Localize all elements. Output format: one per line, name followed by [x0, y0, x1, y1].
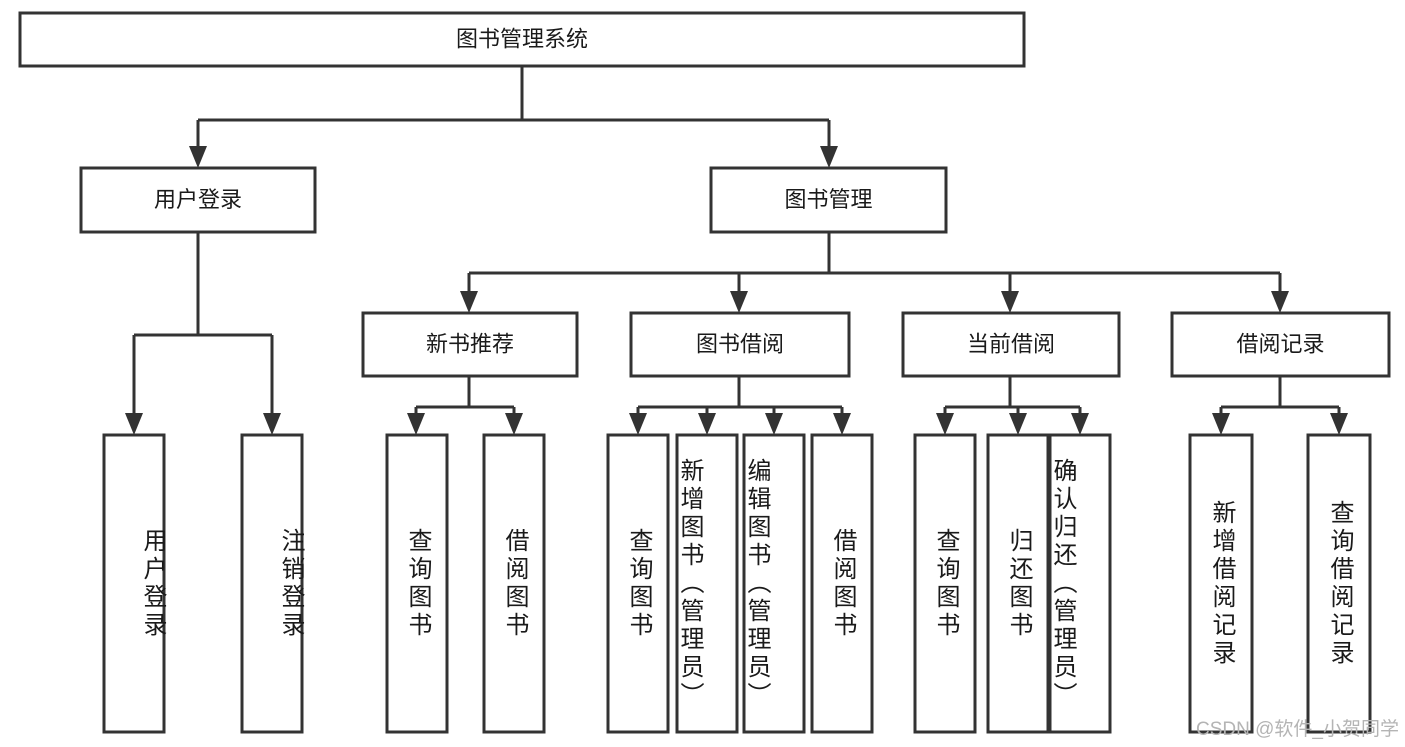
node-label: 借阅记录	[1236, 331, 1324, 356]
group-1-arrow-3	[1271, 273, 1289, 313]
group-2-arrow-0	[407, 407, 425, 435]
root-arrow-1	[820, 120, 838, 168]
level3-node-0[interactable]: 新书推荐	[361, 311, 579, 378]
group-3-arrow-2	[765, 407, 783, 435]
level2-node-1[interactable]: 图书管理	[709, 166, 948, 234]
group-1-arrow-2	[1001, 273, 1019, 313]
group-3-arrow-1	[698, 407, 716, 435]
level3-node-2[interactable]: 当前借阅	[901, 311, 1121, 378]
leaf-node-box-1[interactable]	[240, 433, 304, 734]
leaf-node-box-9[interactable]	[986, 433, 1050, 734]
group-3-arrow-3	[833, 407, 851, 435]
arrow-head-icon	[698, 413, 716, 435]
leaf-node-box-10[interactable]	[1048, 433, 1112, 734]
node-box[interactable]	[79, 166, 317, 234]
leaf-node-box-5[interactable]	[675, 433, 739, 734]
arrow-head-icon	[189, 146, 207, 168]
arrow-head-icon	[460, 291, 478, 313]
node-box[interactable]	[361, 311, 579, 378]
arrow-head-icon	[629, 413, 647, 435]
group-1-arrow-0	[460, 273, 478, 313]
group-5-arrow-1	[1330, 407, 1348, 435]
arrow-head-icon	[505, 413, 523, 435]
group-4-arrow-2	[1071, 407, 1089, 435]
leaf-node-box-0[interactable]	[102, 433, 166, 734]
arrow-head-icon	[125, 413, 143, 435]
leaf-node-box-4[interactable]	[606, 433, 670, 734]
level2-node-0[interactable]: 用户登录	[79, 166, 317, 234]
node-label: 图书管理系统	[456, 26, 588, 51]
group-2-arrow-1	[505, 407, 523, 435]
level3-node-3[interactable]: 借阅记录	[1170, 311, 1391, 378]
connector-layer	[125, 66, 1348, 435]
leaf-node-box-7[interactable]	[810, 433, 874, 734]
node-label: 图书借阅	[696, 331, 784, 356]
watermark-text: CSDN @软件_小贺同学	[1196, 719, 1399, 740]
node-label: 当前借阅	[967, 331, 1055, 356]
node-box[interactable]	[629, 311, 851, 378]
group-0-arrow-1	[263, 335, 281, 435]
node-box[interactable]	[709, 166, 948, 234]
group-0-arrow-0	[125, 335, 143, 435]
leaf-node-box-11[interactable]	[1188, 433, 1254, 734]
level3-node-1[interactable]: 图书借阅	[629, 311, 851, 378]
arrow-head-icon	[833, 413, 851, 435]
group-1-arrow-1	[730, 273, 748, 313]
arrow-head-icon	[1001, 291, 1019, 313]
arrow-head-icon	[1071, 413, 1089, 435]
arrow-head-icon	[936, 413, 954, 435]
group-4-arrow-1	[1009, 407, 1027, 435]
node-label: 新书推荐	[426, 331, 514, 356]
leaf-node-box-8[interactable]	[913, 433, 977, 734]
node-label: 图书管理	[784, 187, 872, 212]
arrow-head-icon	[1212, 413, 1230, 435]
group-5-arrow-0	[1212, 407, 1230, 435]
root-arrow-0	[189, 120, 207, 168]
leaf-node-box-3[interactable]	[482, 433, 546, 734]
leaf-node-box-12[interactable]	[1306, 433, 1372, 734]
arrow-head-icon	[1271, 291, 1289, 313]
node-box[interactable]	[1170, 311, 1391, 378]
node-box[interactable]	[18, 11, 1026, 68]
node-label: 用户登录	[154, 187, 242, 212]
group-4-arrow-0	[936, 407, 954, 435]
node-box[interactable]	[901, 311, 1121, 378]
arrow-head-icon	[407, 413, 425, 435]
root-node-book-management-system[interactable]: 图书管理系统	[18, 11, 1026, 68]
arrow-head-icon	[1330, 413, 1348, 435]
arrow-head-icon	[1009, 413, 1027, 435]
leaf-node-box-2[interactable]	[385, 433, 449, 734]
arrow-head-icon	[730, 291, 748, 313]
group-3-arrow-0	[629, 407, 647, 435]
arrow-head-icon	[765, 413, 783, 435]
arrow-head-icon	[263, 413, 281, 435]
leaf-node-box-6[interactable]	[742, 433, 806, 734]
arrow-head-icon	[820, 146, 838, 168]
